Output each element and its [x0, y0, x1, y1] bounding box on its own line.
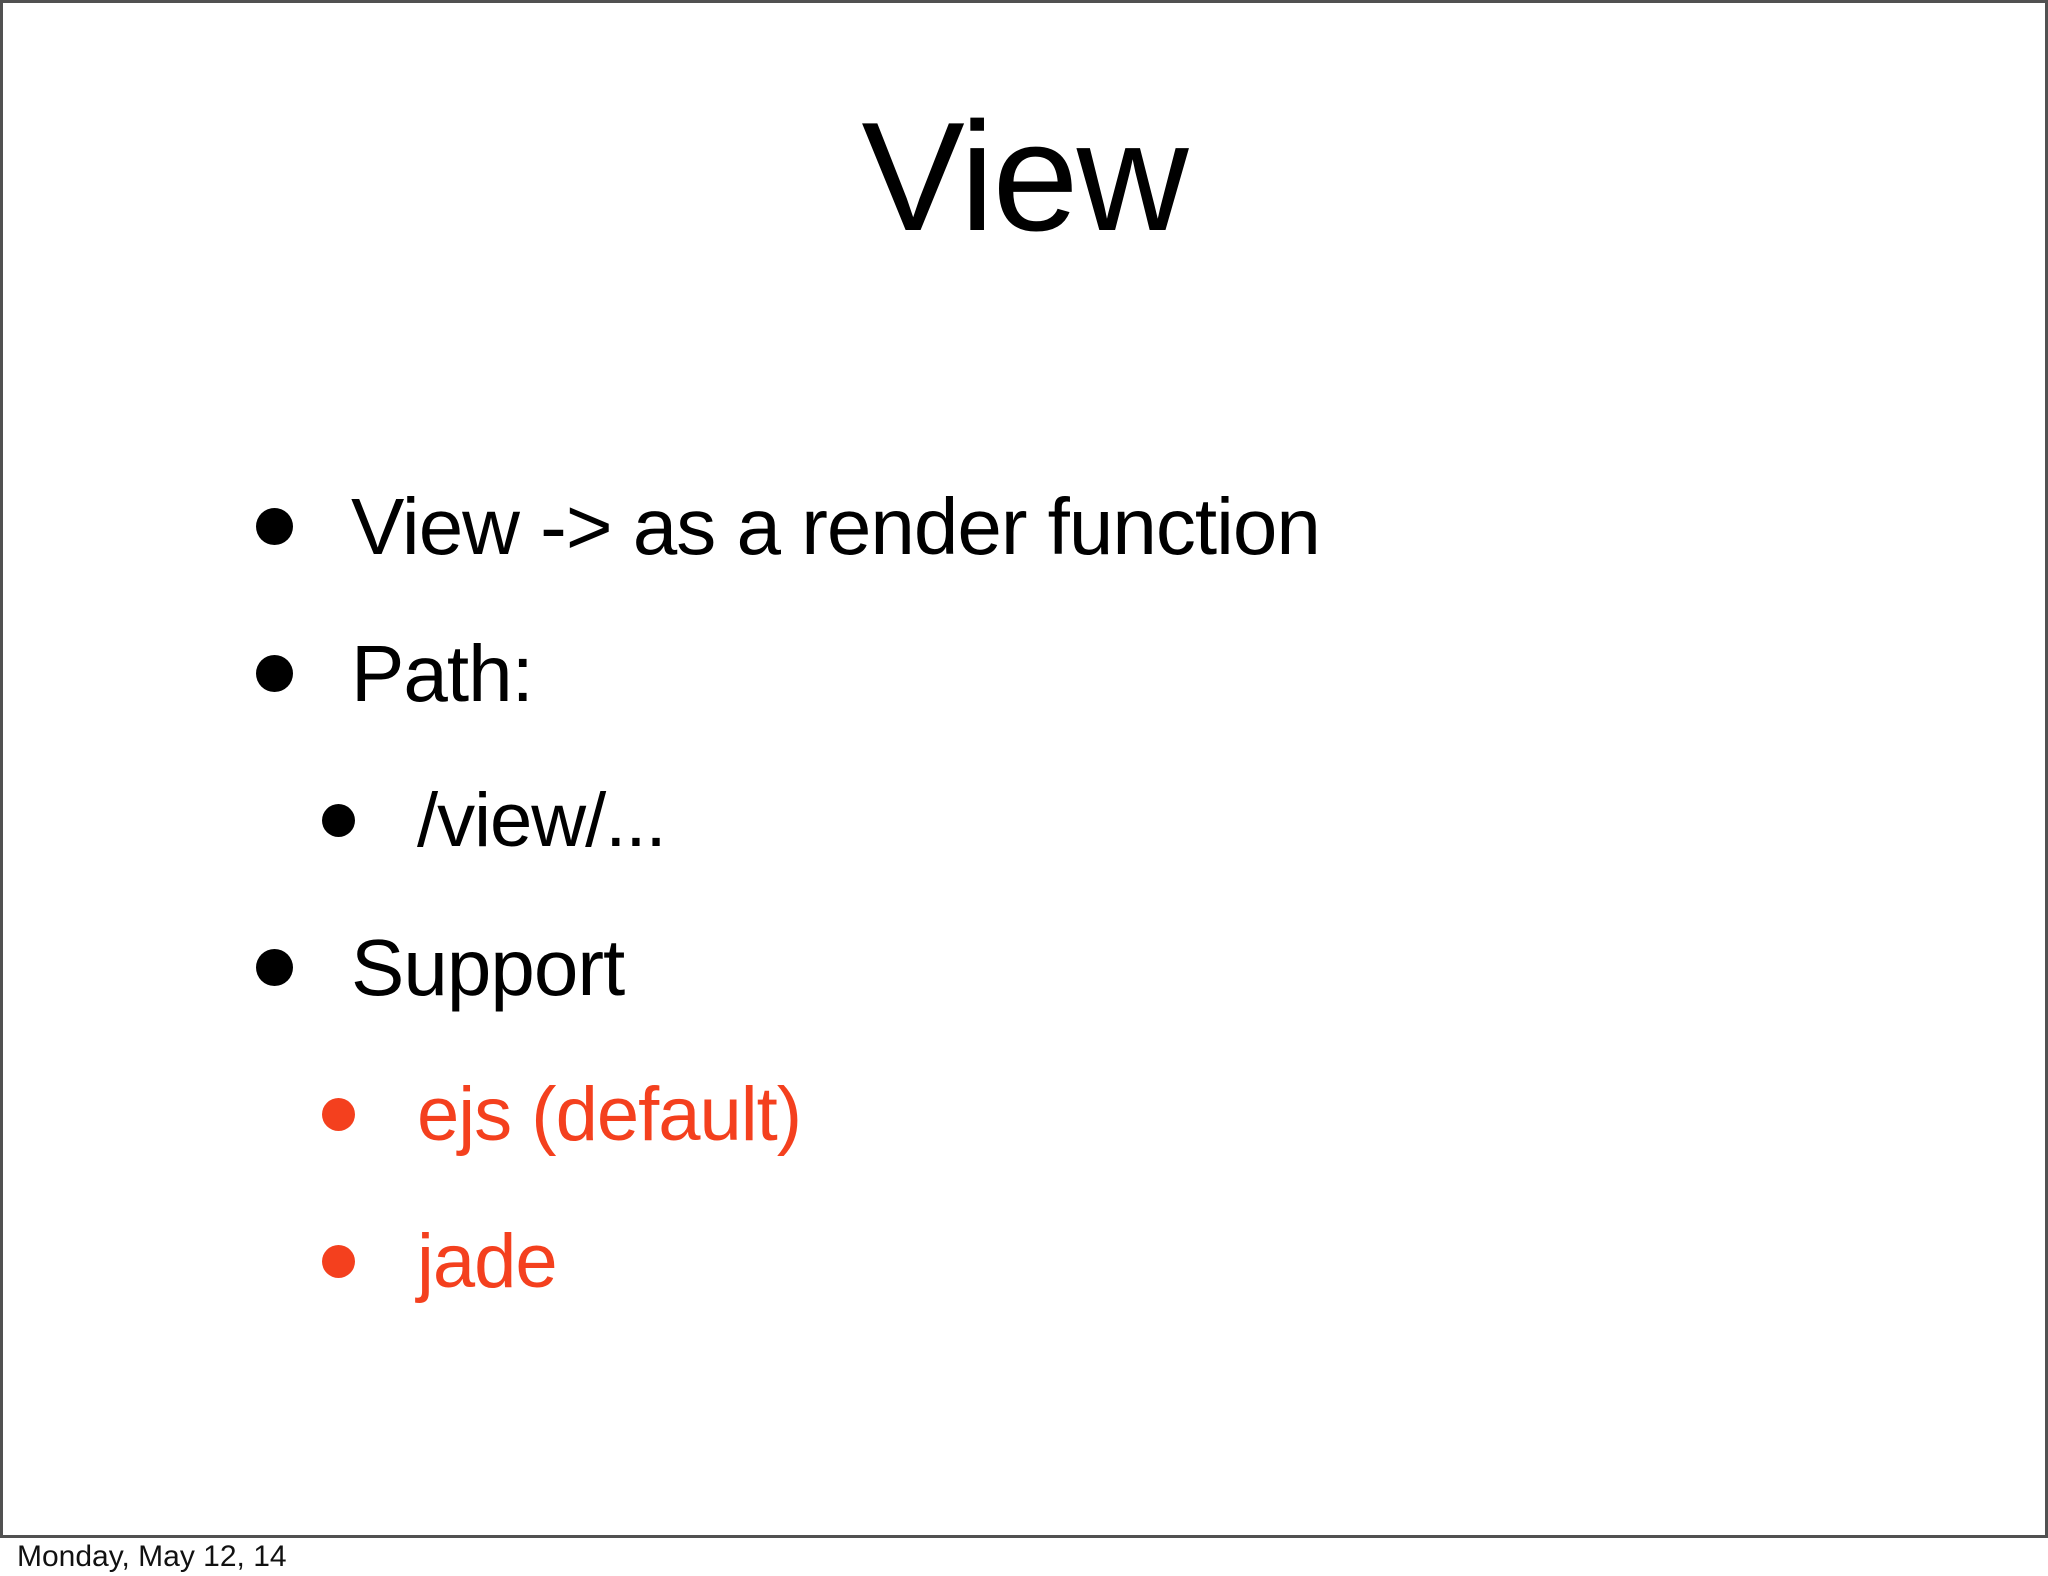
- bullet-icon: [256, 508, 293, 545]
- bullet-text: jade: [417, 1218, 558, 1304]
- footer: Monday, May 12, 14: [0, 1538, 2048, 1576]
- bullet-item: Support: [256, 894, 1856, 1041]
- bullet-text: ejs (default): [417, 1071, 802, 1157]
- bullet-item: ejs (default): [322, 1041, 1856, 1188]
- bullet-icon: [322, 1245, 355, 1278]
- bullet-icon: [256, 655, 293, 692]
- bullet-item: /view/...: [322, 747, 1856, 894]
- bullet-icon: [322, 804, 355, 837]
- bullet-icon: [322, 1098, 355, 1131]
- bullet-text: /view/...: [417, 777, 667, 863]
- slide: View View -> as a render function Path: …: [0, 0, 2048, 1538]
- bullet-item: jade: [322, 1188, 1856, 1335]
- bullet-icon: [256, 949, 293, 986]
- bullet-text: View -> as a render function: [351, 481, 1321, 571]
- bullet-item: Path:: [256, 600, 1856, 747]
- slide-title: View: [861, 90, 1188, 263]
- footer-date: Monday, May 12, 14: [17, 1540, 287, 1573]
- bullet-text: Support: [351, 922, 625, 1012]
- bullet-item: View -> as a render function: [256, 453, 1856, 600]
- bullet-text: Path:: [351, 628, 534, 718]
- bullet-list: View -> as a render function Path: /view…: [256, 453, 1856, 1335]
